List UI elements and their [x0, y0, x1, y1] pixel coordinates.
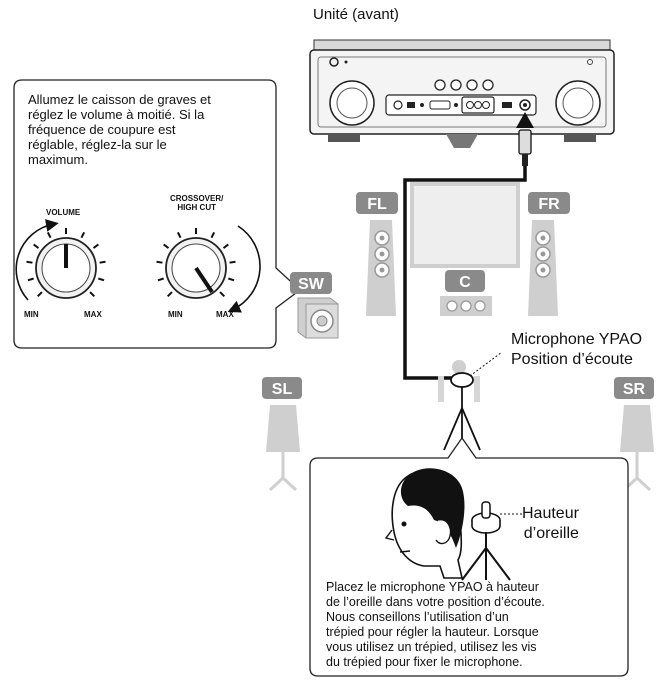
badge-c: C — [445, 270, 485, 292]
listener-head-icon — [384, 468, 465, 579]
volume-max-label: MAX — [84, 310, 102, 319]
fl-label: FL — [367, 196, 387, 213]
badge-sr: SR — [614, 377, 654, 399]
knob-tick — [99, 260, 106, 264]
crossover-knob — [156, 225, 261, 313]
ypao-microphone-icon — [443, 372, 481, 451]
surround-right-speaker-icon — [620, 405, 654, 492]
placement-note-line: de l’oreille dans votre position d’écout… — [326, 595, 545, 609]
placement-note-line: Nous conseillons l’utilisation d’un — [326, 610, 509, 624]
badge-fl: FL — [356, 192, 398, 214]
sw-label: SW — [298, 276, 325, 293]
subwoofer-icon — [297, 297, 339, 339]
crossover-min-label: MIN — [168, 310, 183, 319]
knob-tick — [167, 291, 173, 297]
rotate-arrow-icon — [15, 219, 59, 301]
placement-note-line: Placez le microphone YPAO à hauteur — [326, 580, 539, 594]
placement-note-line: du trépied pour fixer le microphone. — [326, 655, 523, 669]
mic-plug — [516, 112, 534, 166]
surround-left-speaker-icon — [266, 405, 300, 492]
knob-tick — [210, 231, 216, 239]
sr-label: SR — [623, 381, 646, 398]
ear-height-line2: d’oreille — [523, 525, 579, 542]
tv-icon — [410, 182, 520, 268]
front-right-speaker-icon — [528, 220, 558, 316]
badge-sl: SL — [262, 377, 302, 399]
microphone-label-line1: Microphone YPAO — [511, 331, 643, 348]
knob-tick — [89, 291, 95, 297]
microphone-label-line2: Position d’écoute — [511, 351, 633, 368]
knob-tick — [37, 291, 43, 297]
knob-tick — [163, 243, 170, 249]
knob-tick — [33, 243, 40, 249]
badge-sw: SW — [290, 272, 332, 294]
placement-note-line: trépied pour régler la hauteur. Lorsque — [326, 625, 539, 639]
placement-callout — [309, 436, 629, 677]
knob-tick — [176, 231, 182, 239]
microphone-label: Microphone YPAO Position d’écoute — [511, 330, 642, 370]
knob-tick — [26, 260, 33, 264]
subwoofer-note-line: maximum. — [28, 152, 88, 167]
knob-tick — [92, 243, 99, 249]
power-icon — [329, 57, 339, 67]
front-left-speaker-icon — [366, 220, 396, 316]
subwoofer-note-line: réglable, réglez-la sur le — [28, 137, 167, 152]
volume-knob — [15, 219, 106, 301]
volume-min-label: MIN — [24, 310, 39, 319]
mic-cable — [403, 166, 527, 380]
knob-tick — [157, 277, 164, 282]
insert-arrow-icon — [516, 112, 534, 128]
subwoofer-note-line: réglez le volume à moitié. Si la — [28, 107, 205, 122]
rotate-arrow-icon — [227, 225, 261, 313]
placement-note-line: vous utilisez un trépied, utilisez les v… — [326, 640, 537, 654]
knob-tick — [27, 277, 34, 282]
crossover-max-label: MAX — [216, 310, 234, 319]
ear-height-label: Hauteur d’oreille — [522, 504, 579, 544]
unit-title: Unité (avant) — [313, 6, 399, 23]
knob-tick — [46, 231, 52, 239]
subwoofer-note: Allumez le caisson de graves et réglez l… — [28, 92, 270, 167]
knob-tick — [222, 243, 229, 249]
knob-tick — [80, 231, 86, 239]
listening-position-icon — [438, 360, 480, 402]
ear-height-line1: Hauteur — [522, 505, 579, 522]
center-speaker-icon — [440, 296, 492, 316]
fr-label: FR — [538, 196, 560, 213]
subwoofer-note-line: Allumez le caisson de graves et — [28, 92, 211, 107]
crossover-title-line1: CROSSOVER/ — [170, 194, 224, 203]
c-label: C — [459, 274, 471, 291]
crossover-knob-title: CROSSOVER/ HIGH CUT — [170, 194, 223, 212]
volume-knob-title: VOLUME — [46, 208, 81, 217]
subwoofer-note-line: fréquence de coupure est — [28, 122, 176, 137]
av-receiver — [309, 39, 615, 148]
placement-note: Placez le microphone YPAO à hauteur de l… — [326, 580, 622, 670]
knob-tick — [156, 260, 163, 264]
ypao-microphone-tripod-icon — [461, 501, 511, 581]
sl-label: SL — [272, 381, 293, 398]
badge-fr: FR — [528, 192, 570, 214]
knob-tick — [98, 277, 105, 282]
knob-tick — [229, 260, 236, 264]
crossover-title-line2: HIGH CUT — [177, 203, 216, 212]
knob-tick — [219, 291, 225, 297]
knob-tick — [228, 277, 235, 282]
